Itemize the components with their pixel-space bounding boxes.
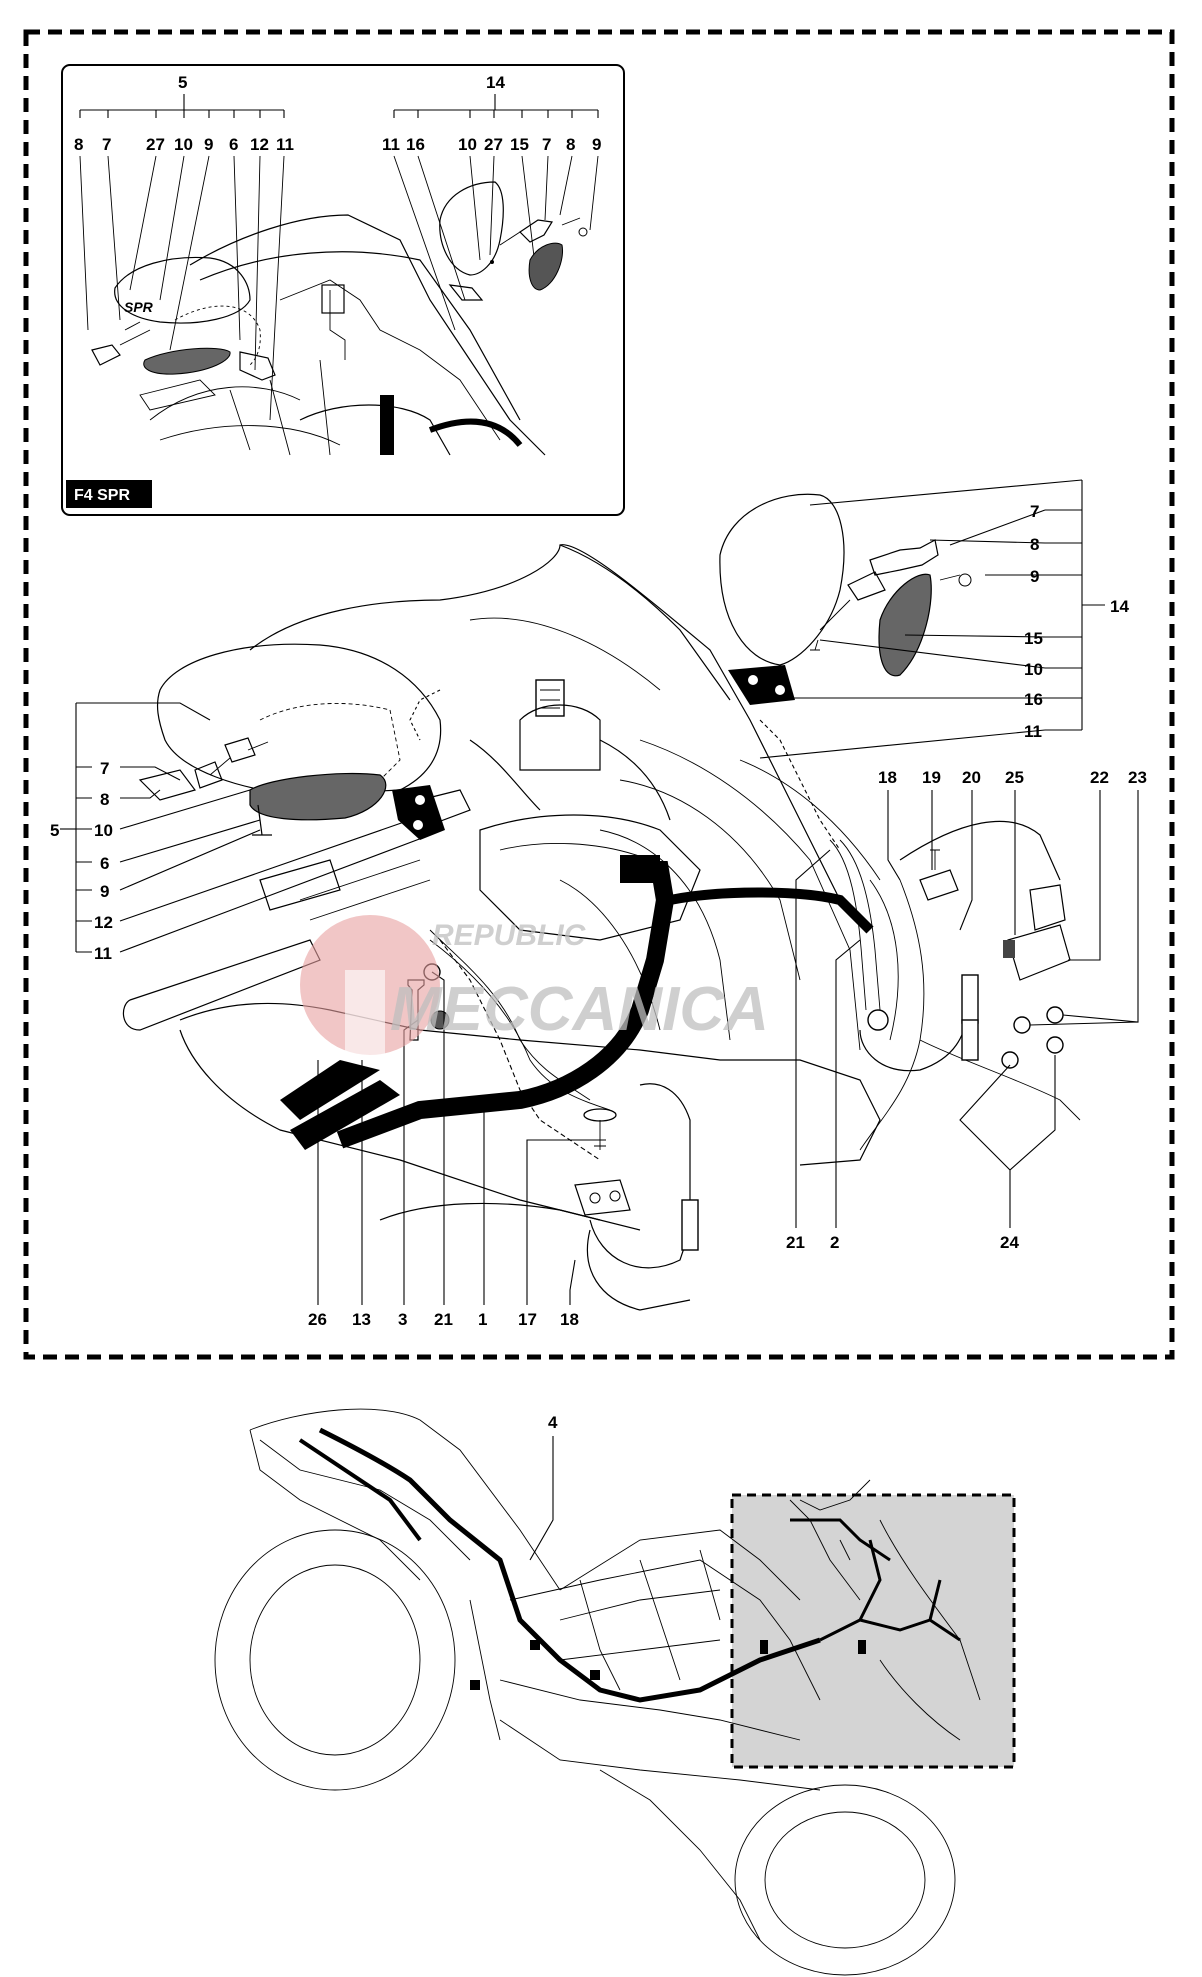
main-right-indicator: [878, 573, 932, 677]
inset-group-5-ticks: [79, 110, 285, 118]
overview-label: 4: [548, 1413, 558, 1432]
right-label: 7: [1030, 502, 1039, 521]
main-left-mirror: [138, 643, 445, 840]
inset-r-item: 16: [406, 135, 425, 154]
right-label: 15: [1024, 629, 1043, 648]
watermark-bottom: MECCANICA: [390, 975, 769, 1044]
top-label: 23: [1128, 768, 1147, 787]
right-label: 8: [1030, 535, 1039, 554]
inset-l-item: 6: [229, 135, 238, 154]
overview-bike: 4: [214, 1408, 1016, 1976]
left-group-label: 5: [50, 821, 59, 840]
inset-r-item: 10: [458, 135, 477, 154]
right-label: 10: [1024, 660, 1043, 679]
right-callouts: 7 8 9 15 10 16 11 14: [759, 479, 1129, 759]
inset-mirror-logo: SPR: [124, 299, 154, 315]
left-label: 10: [94, 821, 113, 840]
bottom-right-label: 21: [786, 1233, 805, 1252]
inset-group-14-label: 14: [486, 73, 505, 92]
top-label: 20: [962, 768, 981, 787]
top-label: 22: [1090, 768, 1109, 787]
top-label: 18: [878, 768, 897, 787]
overview-highlight: [730, 1493, 1016, 1769]
inset-l-item: 7: [102, 135, 111, 154]
right-label: 11: [1024, 722, 1042, 741]
bottom-label: 1: [478, 1310, 487, 1329]
inset-l-item: 12: [250, 135, 269, 154]
inset-l-item: 9: [204, 135, 213, 154]
inset-r-item: 27: [484, 135, 503, 154]
left-label: 11: [94, 944, 112, 963]
inset-right-indicator: [528, 242, 564, 291]
inset-r-item: 11: [382, 135, 400, 154]
inset-r-item: 8: [566, 135, 575, 154]
left-callouts: 7 8 10 6 9 12 11 5: [50, 702, 431, 963]
left-label: 12: [94, 913, 113, 932]
inset-group-5-label: 5: [178, 73, 187, 92]
right-group-label: 14: [1110, 597, 1129, 616]
top-row-callouts: 18 19 20 25 22 23: [878, 768, 1147, 1026]
top-label: 25: [1005, 768, 1024, 787]
left-label: 6: [100, 854, 109, 873]
left-label: 7: [100, 759, 109, 778]
inset-r-item: 7: [542, 135, 551, 154]
bottom-right-label: 2: [830, 1233, 839, 1252]
inset-left-mirror: [114, 256, 251, 324]
bottom-label: 18: [560, 1310, 579, 1329]
left-label: 8: [100, 790, 109, 809]
inset-l-item: 8: [74, 135, 83, 154]
inset-l-item: 11: [276, 135, 294, 154]
watermark-top: REPUBLIC: [432, 919, 587, 952]
right-label: 9: [1030, 567, 1039, 586]
bottom-right-label: 24: [1000, 1233, 1019, 1252]
watermark: REPUBLIC MECCANICA: [300, 915, 769, 1060]
bottom-label: 3: [398, 1310, 407, 1329]
right-label: 16: [1024, 690, 1043, 709]
inset-tag: F4 SPR: [74, 487, 130, 504]
main-assembly: [122, 544, 1081, 1311]
main-left-indicator: [249, 772, 387, 821]
inset-left-indicator: [143, 347, 231, 375]
inset-tag-box: [66, 480, 152, 508]
bottom-label: 13: [352, 1310, 371, 1329]
inset-right-mirror: [439, 181, 504, 276]
bottom-label: 17: [518, 1310, 537, 1329]
inset-l-item: 27: [146, 135, 165, 154]
main-right-mirror: [719, 493, 972, 705]
inset-r-item: 15: [510, 135, 529, 154]
bottom-label: 21: [434, 1310, 453, 1329]
left-label: 9: [100, 882, 109, 901]
inset-panel: F4 SPR 5 8 7 27 10 9 6 12 11 14 11 16 10…: [61, 64, 625, 516]
inset-r-item: 9: [592, 135, 601, 154]
top-label: 19: [922, 768, 941, 787]
bottom-label: 26: [308, 1310, 327, 1329]
main-dashed-frame: [23, 29, 1175, 1360]
inset-l-item: 10: [174, 135, 193, 154]
